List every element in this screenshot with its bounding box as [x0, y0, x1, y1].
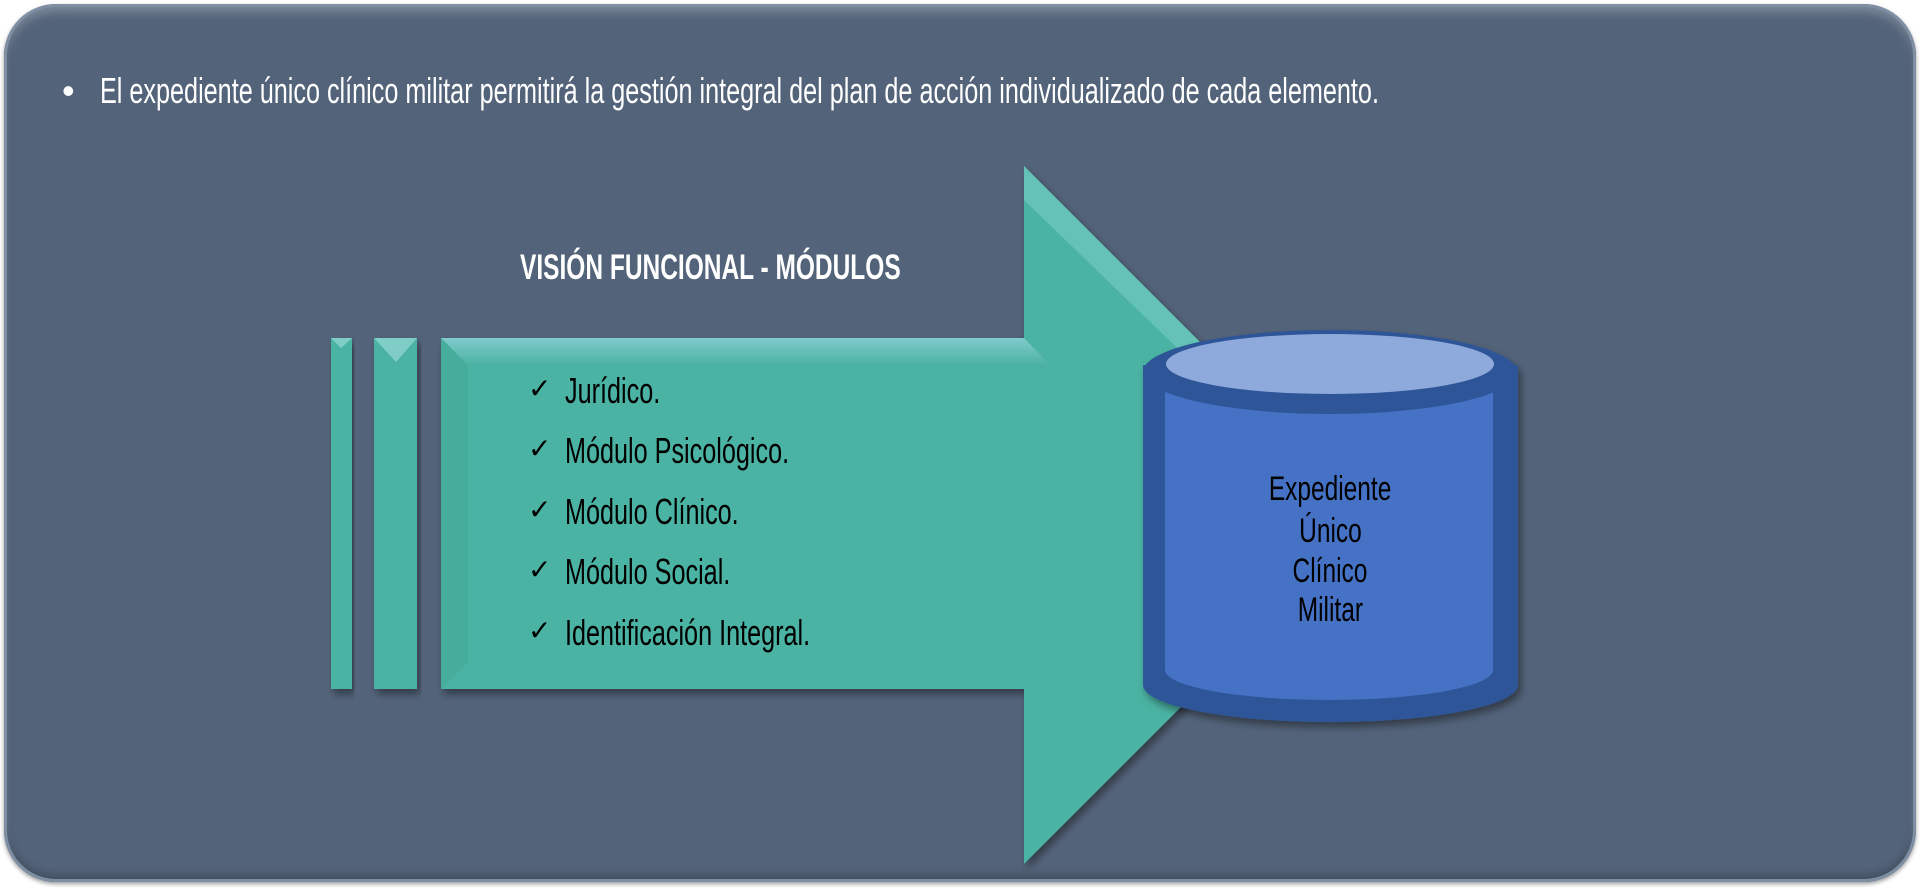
diagram-title: VISIÓN FUNCIONAL - MÓDULOS: [520, 248, 901, 287]
bullet-marker: •: [62, 70, 75, 111]
check-icon: ✓: [528, 494, 552, 525]
bullet-text: El expediente único clínico militar perm…: [100, 70, 1379, 111]
check-icon: ✓: [528, 373, 552, 404]
check-icon: ✓: [528, 554, 552, 585]
database-label-line: Clínico: [1292, 552, 1368, 590]
database-label-line: Expediente: [1268, 470, 1392, 508]
stripe-bar-thin: [331, 338, 352, 689]
check-icon: ✓: [528, 615, 552, 646]
check-icon: ✓: [528, 433, 552, 464]
database-cylinder: [1143, 330, 1518, 723]
stripe-bar-wide: [374, 338, 417, 689]
database-label-line: Militar: [1297, 591, 1363, 629]
database-label-line: Único: [1298, 512, 1362, 550]
